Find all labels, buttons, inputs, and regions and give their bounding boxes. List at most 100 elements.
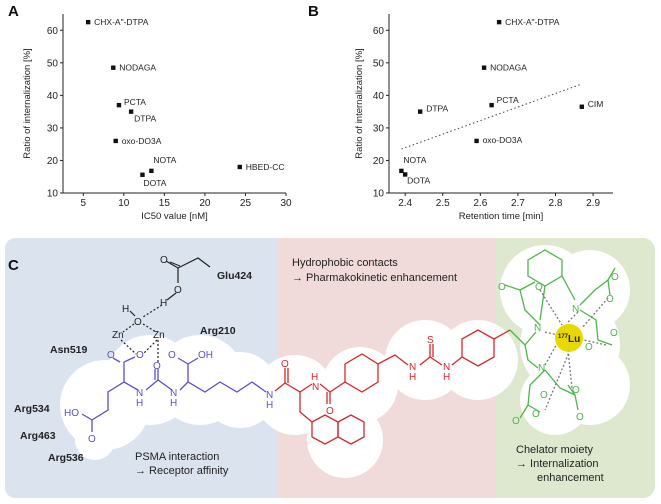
atom-o: O [610, 328, 618, 339]
x-tick-label: 25 [240, 198, 252, 209]
residue-arg534: Arg534 [14, 403, 50, 415]
point-label: NOTA [153, 155, 176, 165]
atom-n: N [170, 388, 177, 399]
data-point [496, 19, 502, 25]
point-label: NOTA [403, 155, 426, 165]
data-point [489, 102, 494, 108]
point-label: NODAGA [490, 63, 527, 73]
chelator-structure [504, 249, 616, 419]
point-label: CIM [588, 99, 604, 109]
x-tick-label: 2.8 [549, 198, 563, 209]
residue-arg463: Arg463 [20, 430, 56, 442]
atom-n: N [266, 390, 273, 401]
lutetium-isotope: 177 [558, 334, 569, 340]
chelator-caption-title: Chelator moiety [516, 444, 594, 456]
point-label: PCTA [497, 95, 519, 105]
panel-c-diagram: C O O H H O Zn Zn [5, 238, 655, 498]
point-label: CHX-A"-DTPA [505, 17, 560, 27]
section-captions: PSMA interaction → Receptor affinity Hyd… [135, 257, 604, 484]
active-site-atoms: O O H H O Zn Zn [112, 255, 182, 341]
data-point [402, 172, 408, 177]
x-tick-label: 30 [280, 198, 292, 209]
atom-o: O [512, 416, 520, 427]
atom-o: O [281, 359, 289, 370]
atom-o: O [153, 361, 161, 372]
x-tick-label: 5 [80, 198, 86, 209]
atom-ho: HO [64, 408, 79, 419]
y-tick-label: 10 [47, 189, 59, 200]
data-point [85, 19, 91, 25]
atom-o: O [498, 282, 506, 293]
x-tick-label: 2.5 [436, 198, 450, 209]
atom-o: O [535, 282, 543, 293]
atom-o: O [134, 317, 142, 328]
y-tick-label: 40 [47, 91, 59, 102]
atom-h: H [409, 372, 416, 383]
x-tick-label: 2.9 [586, 198, 600, 209]
point-label: DTPA [426, 104, 448, 114]
atom-s: S [427, 335, 434, 346]
x-axis-label: IC50 value [nM] [141, 211, 208, 222]
y-axis-label: Ratio of internalization [%] [22, 48, 33, 158]
y-tick-label: 50 [373, 58, 385, 69]
data-point [417, 109, 423, 114]
y-tick-label: 20 [47, 156, 59, 167]
y-tick-label: 10 [373, 189, 385, 200]
atom-o: O [540, 390, 548, 401]
point-label: DTPA [134, 114, 156, 124]
psma-atoms: O O O O OH N H N H N H HO O [64, 350, 273, 445]
panel-label-a: A [8, 3, 19, 20]
atom-o: O [160, 255, 168, 266]
data-point [140, 172, 145, 177]
point-label: DOTA [407, 175, 430, 185]
residue-labels: Glu424 Arg210 Asn519 Arg534 Arg463 Arg53… [14, 270, 252, 464]
psma-caption-subtitle: → Receptor affinity [135, 465, 229, 477]
y-tick-label: 40 [373, 91, 385, 102]
active-site-bonds [120, 257, 211, 364]
data-point [116, 102, 122, 108]
atom-oh: OH [198, 350, 213, 361]
atom-o: O [326, 406, 334, 417]
y-tick-label: 30 [47, 123, 59, 134]
atom-h: H [170, 398, 177, 409]
atom-n: N [534, 323, 541, 334]
atom-n: N [443, 362, 450, 373]
atom-o: O [107, 350, 115, 361]
atom-n: N [572, 304, 579, 315]
atom-n: N [409, 362, 416, 373]
psma-binding-motif [81, 356, 267, 432]
data-point [399, 168, 404, 174]
x-tick-label: 2.6 [473, 198, 487, 209]
atom-h: H [160, 298, 167, 309]
atom-h: H [122, 304, 129, 315]
atom-h: H [266, 400, 273, 411]
linker-atoms: O H N O N H S N H [281, 335, 450, 417]
atom-o: O [576, 412, 584, 423]
y-tick-label: 60 [373, 26, 385, 37]
x-tick-label: 2.7 [511, 198, 525, 209]
hydrophobic-caption-subtitle: → Pharmakokinetic enhancement [292, 272, 457, 284]
residue-glu424: Glu424 [217, 270, 252, 282]
x-tick-label: 20 [199, 198, 211, 209]
atom-n: N [312, 382, 319, 393]
panel-label-c: C [8, 257, 19, 274]
atom-o: O [532, 409, 540, 420]
data-point [149, 168, 154, 174]
atom-o: O [611, 272, 619, 283]
y-tick-label: 60 [47, 26, 59, 37]
point-label: HBED-CC [246, 162, 285, 172]
chelator-atoms: N N N O O O O O O O O O O O [498, 272, 619, 427]
x-tick-label: 2.4 [398, 198, 412, 209]
atom-o: O [572, 385, 580, 396]
x-tick-label: 15 [159, 198, 171, 209]
y-tick-label: 20 [373, 156, 385, 167]
panel-label-b: B [308, 3, 319, 20]
data-point [474, 138, 479, 144]
atom-h: H [443, 372, 450, 383]
atom-h: H [136, 398, 143, 409]
residue-asn519: Asn519 [50, 344, 88, 356]
